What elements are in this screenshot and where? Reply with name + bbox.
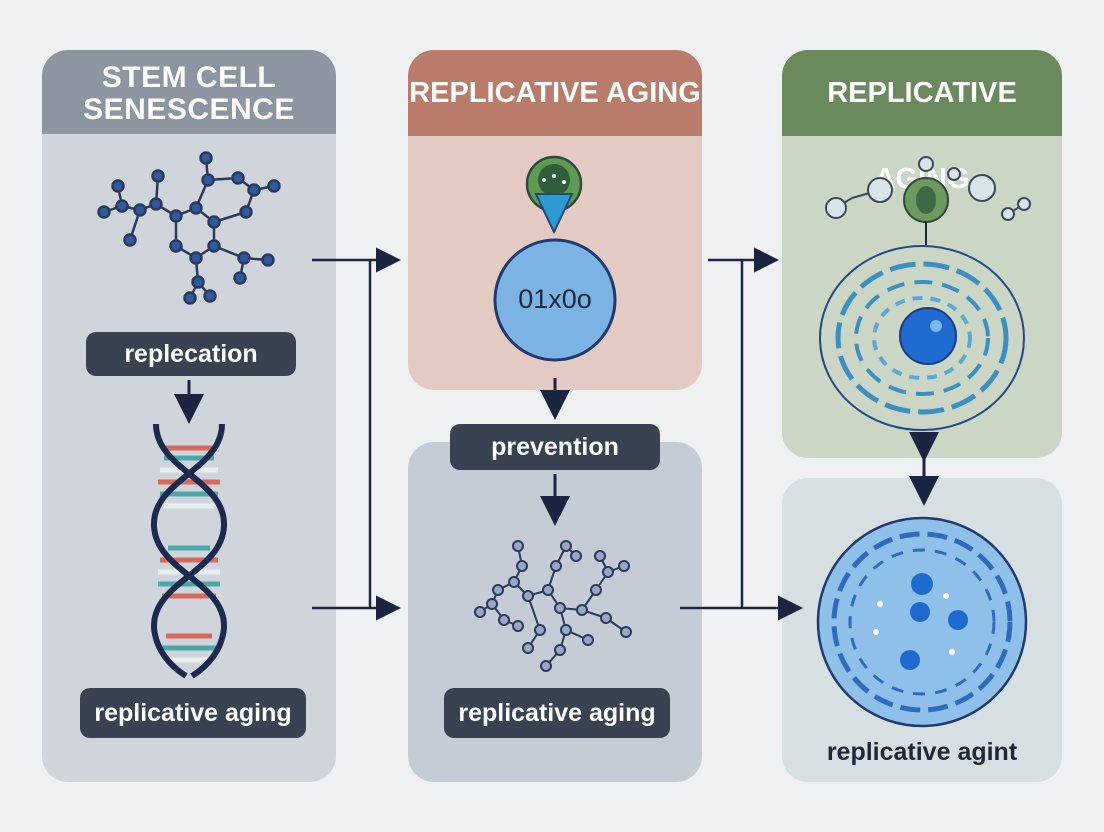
pin-icon [525,155,583,235]
panel-title-right: REPLICATIVE AGING [782,50,1062,195]
molecule-icon [825,156,1031,221]
dna-helix-icon [150,423,228,679]
molecule-icon [474,540,632,672]
panel-replicative-aging-right: REPLICATIVE AGING [782,50,1062,458]
panel-title-left: STEM CELL SENESCENCE [42,50,336,134]
panel-title-middle: REPLICATIVE AGING [408,50,702,136]
circle-value-text: 01x0o [518,284,592,314]
label-left-bottom: replicative aging [80,688,306,738]
nucleus-icon [903,177,949,246]
label-replication: replecation [86,332,296,376]
cell-icon [819,245,1025,431]
connector-middle-right [680,247,803,621]
connector-left-middle [312,247,401,621]
label-right-bottom: replicative agint [826,738,1018,766]
value-circle [493,238,617,362]
molecule-icon [97,151,281,305]
label-middle-bottom: replicative aging [444,688,670,738]
cell-icon [816,516,1028,728]
label-prevention: prevention [450,424,660,470]
